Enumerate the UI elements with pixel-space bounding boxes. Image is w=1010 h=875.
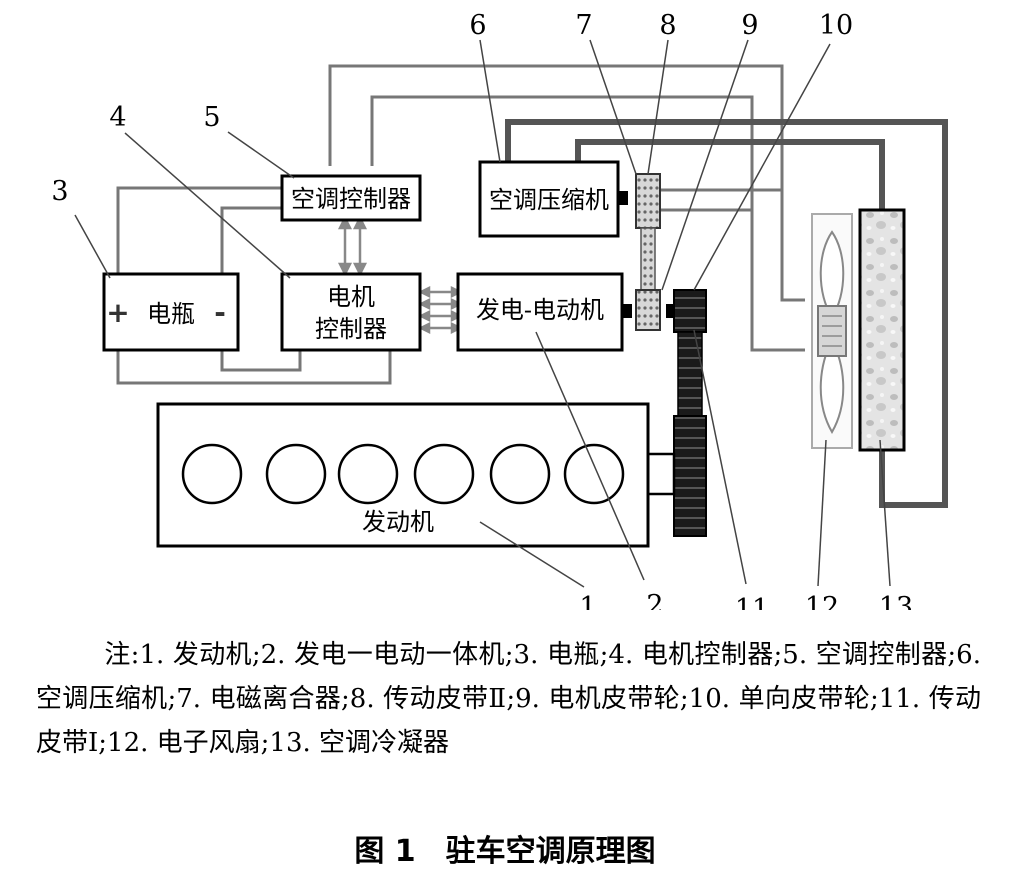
callout-numbers: 1 2 3 4 5 6 7 8 9 10 11 12 13 — [51, 10, 913, 610]
ac-compressor-label: 空调压缩机 — [489, 186, 609, 214]
callout-1: 1 — [579, 592, 596, 610]
signal-arrows — [337, 215, 463, 335]
battery-minus: - — [214, 296, 226, 329]
engine-cylinder — [337, 443, 399, 505]
callout-10: 10 — [819, 10, 853, 41]
battery: 电瓶 + - — [102, 272, 240, 352]
callout-12: 12 — [805, 592, 839, 610]
callout-2: 2 — [646, 590, 663, 610]
ac-condenser — [858, 208, 906, 452]
callout-11: 11 — [735, 594, 769, 610]
motor-controller-label-2: 控制器 — [315, 315, 387, 343]
engine-cylinder — [181, 443, 243, 505]
engine-cylinder — [489, 443, 551, 505]
engine-cylinder — [563, 443, 625, 505]
battery-plus: + — [106, 296, 129, 329]
callout-8: 8 — [659, 10, 676, 41]
figure-note-text: 注:1. 发动机;2. 发电一电动一体机;3. 电瓶;4. 电机控制器;5. 空… — [36, 640, 981, 758]
engine-label: 发动机 — [362, 508, 434, 536]
generator-motor-label: 发电-电动机 — [476, 296, 604, 324]
figure-caption: 图 1 驻车空调原理图 — [354, 834, 656, 869]
leader-lines — [74, 39, 891, 588]
engine-cylinder — [413, 443, 475, 505]
callout-3: 3 — [51, 176, 68, 207]
refrigerant-lines — [505, 119, 948, 508]
callout-7: 7 — [575, 10, 592, 41]
figure-note: 注:1. 发动机;2. 发电一电动一体机;3. 电瓶;4. 电机控制器;5. 空… — [36, 633, 981, 765]
engine: 发动机 — [156, 402, 650, 548]
callout-5: 5 — [203, 102, 220, 133]
generator-motor: 发电-电动机 — [456, 272, 632, 352]
motor-controller-label-1: 电机 — [327, 283, 375, 311]
callout-4: 4 — [109, 102, 126, 133]
belt-drive-upper — [635, 173, 674, 331]
ac-controller-label: 空调控制器 — [291, 185, 411, 213]
motor-controller: 电机 控制器 — [280, 272, 422, 352]
ac-compressor: 空调压缩机 — [478, 160, 628, 238]
callout-13: 13 — [879, 592, 913, 610]
engine-cylinder — [265, 443, 327, 505]
parking-ac-schematic: 空调控制器 电瓶 + - 电机 控制器 空调压缩机 发电-电动机 — [51, 10, 948, 610]
callout-9: 9 — [741, 10, 758, 41]
electronic-fan — [811, 213, 853, 449]
battery-label: 电瓶 — [147, 300, 195, 328]
ac-controller: 空调控制器 — [280, 174, 422, 222]
callout-6: 6 — [469, 10, 486, 41]
